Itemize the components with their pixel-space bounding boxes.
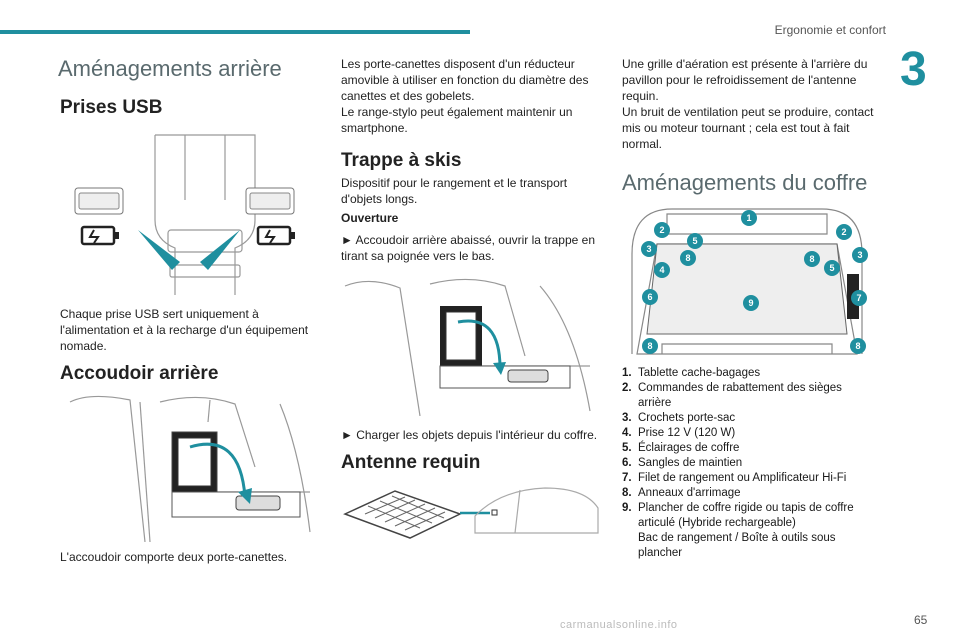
boot-illustration: 1 2 2 3 3 4 5 5 6 7 8 8 8 8 9 [631,208,868,355]
list-item: 1.Tablette cache-bagages [622,367,761,379]
cupholder-text-5: smartphone. [341,121,408,135]
usb-illustration [74,134,295,295]
cupholder-text-3: canettes et des gobelets. [341,89,475,103]
cupholder-text-4: Le range-stylo peut également maintenir … [341,105,573,119]
vent-text-3: requin. [622,89,659,103]
antenna-illustration [343,487,599,539]
svg-text:3: 3 [857,250,862,260]
vent-text-2: pavillon pour le refroidissement de l'an… [622,73,857,87]
ski-hatch-illustration [344,278,591,416]
vent-text-6: normal. [622,137,663,151]
list-item: 7.Filet de rangement ou Amplificateur Hi… [622,472,847,484]
vent-text-4: Un bruit de ventilation peut se produire… [622,105,874,119]
svg-text:4: 4 [659,265,664,275]
svg-text:1: 1 [746,213,751,223]
opening-text-2: tirant sa poignée vers le bas. [341,249,495,263]
svg-text:8: 8 [647,341,652,351]
list-item: plancher [638,547,683,559]
list-item: 9.Plancher de coffre rigide ou tapis de … [622,502,854,514]
list-item: 2.Commandes de rabattement des sièges [622,382,842,394]
watermark: carmanualsonline.info [560,619,678,631]
page-title: Aménagements arrière [58,56,282,81]
svg-text:8: 8 [809,254,814,264]
ski-text-2: d'objets longs. [341,192,418,206]
usb-text-line-3: nomade. [60,339,107,353]
boot-legend-list: 1.Tablette cache-bagages 2.Commandes de … [622,366,892,561]
armrest-illustration [69,395,311,542]
boot-callouts: 1 2 2 3 3 4 5 5 6 7 8 8 8 8 9 [641,210,868,354]
load-text: ► Charger les objets depuis l'intérieur … [341,428,598,442]
ski-text-1: Dispositif pour le rangement et le trans… [341,176,568,190]
chapter-title: Ergonomie et confort [774,23,886,37]
cupholder-text-2: amovible à utiliser en fonction du diamè… [341,73,589,87]
svg-text:7: 7 [856,293,861,303]
svg-text:8: 8 [685,253,690,263]
svg-text:6: 6 [647,292,652,302]
page-number: 65 [914,613,928,627]
antenna-heading: Antenne requin [341,452,481,473]
header-accent-bar [0,30,470,34]
list-item: arrière [638,397,672,409]
usb-text-line-2: l'alimentation et à la recharge d'un équ… [60,323,309,337]
list-item: 6.Sangles de maintien [622,457,743,469]
list-item: 3.Crochets porte-sac [622,412,736,424]
armrest-heading: Accoudoir arrière [60,363,219,384]
list-item: articulé (Hybride rechargeable) [638,517,796,529]
svg-text:2: 2 [841,227,846,237]
list-item: Bac de rangement / Boîte à outils sous [638,532,836,544]
svg-text:5: 5 [692,236,697,246]
battery-icon [80,225,295,246]
ski-heading: Trappe à skis [341,150,462,171]
boot-heading: Aménagements du coffre [622,170,868,195]
vent-text-1: Une grille d'aération est présente à l'a… [622,57,868,71]
list-item: 4.Prise 12 V (120 W) [622,427,736,439]
svg-text:2: 2 [659,225,664,235]
chapter-number: 3 [900,43,927,96]
list-item: 5.Éclairages de coffre [622,442,740,454]
svg-text:5: 5 [829,263,834,273]
usb-text-line-1: Chaque prise USB sert uniquement à [60,307,259,321]
cupholder-text-1: Les porte-canettes disposent d'un réduct… [341,57,575,71]
opening-text-1: ► Accoudoir arrière abaissé, ouvrir la t… [341,233,596,247]
usb-heading: Prises USB [60,97,163,118]
opening-label: Ouverture [341,211,399,225]
armrest-text: L'accoudoir comporte deux porte-canettes… [60,550,288,564]
vent-text-5: mis ou moteur tournant ; cela est tout à… [622,121,850,135]
svg-text:3: 3 [646,244,651,254]
svg-text:8: 8 [855,341,860,351]
svg-text:9: 9 [748,298,753,308]
list-item: 8.Anneaux d'arrimage [622,487,741,499]
